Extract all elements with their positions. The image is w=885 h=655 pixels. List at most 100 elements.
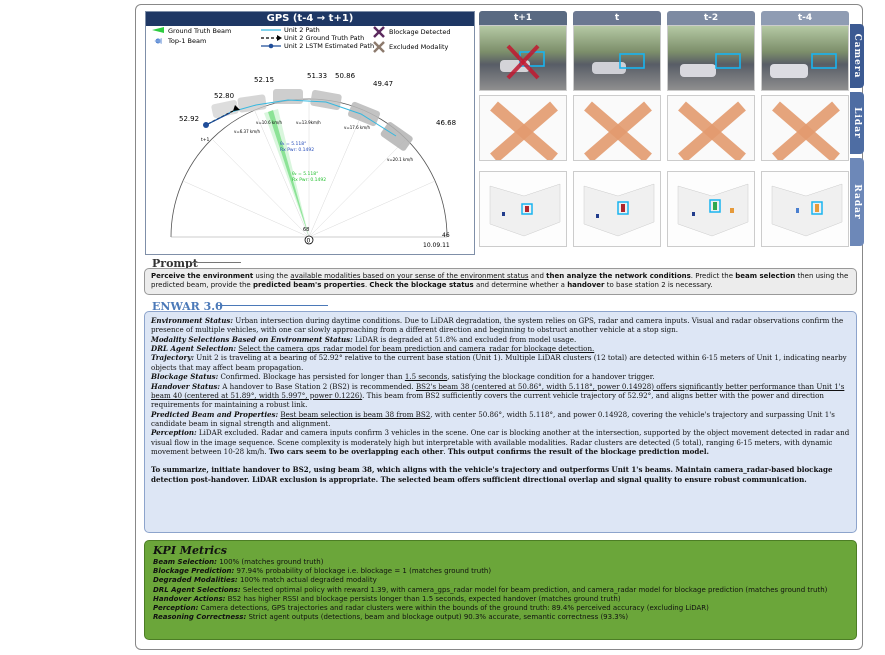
angle-label-3: 51.33 xyxy=(307,72,327,80)
row-label-lidar: Lidar xyxy=(850,92,864,154)
speed-label-1: v=10.6 km/h xyxy=(256,120,282,125)
enwar-segment: Trajectory: xyxy=(151,353,194,363)
kpi-box: KPI Metrics Beam Selection: 100% (matche… xyxy=(144,540,857,640)
enwar-segment: Handover Status: xyxy=(151,381,221,391)
kpi-item-label: Degraded Modalities: xyxy=(153,576,238,585)
center-label: 68 xyxy=(303,227,309,233)
kpi-item: Blockage Prediction: 97.94% probability … xyxy=(153,567,848,576)
kpi-item-text: BS2 has higher RSSI and blockage persist… xyxy=(225,594,621,603)
kpi-items: Beam Selection: 100% (matches ground tru… xyxy=(153,558,848,623)
kpi-item: Reasoning Correctness: Strict agent outp… xyxy=(153,613,848,622)
legend-ground-truth-beam: Ground Truth Beam xyxy=(168,27,231,35)
camera-image-t-4 xyxy=(761,25,849,91)
angle-label-2: 52.15 xyxy=(254,76,274,84)
prompt-box: Perceive the environment using the avail… xyxy=(144,268,857,295)
enwar-segment: Environment Status: xyxy=(151,316,233,325)
enwar-segment: Select the camera_gps_radar model for be… xyxy=(238,344,595,354)
column-header-t: t xyxy=(573,11,661,25)
row-label-camera: Camera xyxy=(850,24,864,88)
lidar-image-t-2 xyxy=(667,95,755,161)
gps-panel: GPS (t-4 → t+1) Ground Truth Beam Top-1 … xyxy=(145,11,475,255)
enwar-segment: Modality Selections Based on Environment… xyxy=(151,334,353,344)
enwar-segment: 1.5 seconds xyxy=(404,372,448,382)
radar-image-t1 xyxy=(479,171,567,247)
kpi-item: DRL Agent Selections: Selected optimal p… xyxy=(153,586,848,595)
radar-image-t-2 xyxy=(667,171,755,247)
kpi-item-text: 100% match actual degraded modality xyxy=(237,576,377,585)
column-header-t1: t+1 xyxy=(479,11,567,25)
ground-truth-beam-icon xyxy=(152,27,164,33)
enwar-connector xyxy=(218,305,328,306)
prompt-text: Perceive the environment using the avail… xyxy=(151,272,848,289)
enwar-segment: Confirmed. Blockage has persisted for lo… xyxy=(218,372,405,382)
gps-plot: Ground Truth Beam Top-1 Beam Unit 2 Path… xyxy=(152,26,456,249)
enwar-segment: LiDAR excluded. Radar and camera inputs … xyxy=(151,428,850,457)
excluded-modality-icon xyxy=(373,41,385,53)
enwar-segment: Blockage Status: xyxy=(151,372,219,382)
enwar-segment: , with center 50.86°, width 5.118°, and … xyxy=(151,409,835,428)
kpi-item-label: DRL Agent Selections: xyxy=(153,585,241,594)
camera-image-t xyxy=(573,25,661,91)
legend-unit2-path: Unit 2 Path xyxy=(284,26,320,34)
kpi-item-text: 97.94% probability of blockage i.e. bloc… xyxy=(234,567,492,576)
modality-grid: t+1 t t-2 t-4 xyxy=(479,11,851,247)
origin-label: 0 xyxy=(307,238,311,245)
bs1-power: Rx Pwr: 0.1492 xyxy=(280,147,314,153)
enwar-paragraph: DRL Agent Selection: Select the camera_g… xyxy=(151,344,850,353)
t1-label: t+1 xyxy=(201,137,210,143)
legend: Ground Truth Beam Top-1 Beam Unit 2 Path… xyxy=(152,26,450,53)
speed-label-2: v=13.9km/h xyxy=(296,120,321,125)
prompt-segment: using the xyxy=(253,272,291,280)
enwar-segment: , satisfying the blockage condition for … xyxy=(447,372,655,382)
kpi-item-text: Selected optimal policy with reward 1.39… xyxy=(240,585,828,594)
prompt-connector xyxy=(191,262,241,263)
enwar-paragraph: Predicted Beam and Properties: Best beam… xyxy=(151,410,850,429)
column-header-t-4: t-4 xyxy=(761,11,849,25)
angle-label-0: 52.92 xyxy=(179,115,199,123)
bottom-right-label2: 10.09.11 xyxy=(423,242,450,249)
enwar-segment: Urban intersection during daytime condit… xyxy=(151,316,844,335)
camera-image-t-2 xyxy=(667,25,755,91)
kpi-item-label: Perception: xyxy=(153,604,199,613)
kpi-item: Perception: Camera detections, GPS traje… xyxy=(153,604,848,613)
prompt-tag: Prompt xyxy=(152,257,198,270)
base-station-icon: 0 xyxy=(304,235,314,245)
prompt-segment: available modalities based on your sense… xyxy=(290,272,529,280)
kpi-item-label: Reasoning Correctness: xyxy=(153,613,247,622)
prompt-segment: Check the blockage status xyxy=(369,281,474,290)
polar-plot: 52.92 52.80 52.15 51.33 50.86 49.47 46.6… xyxy=(170,72,456,249)
enwar-segment: LiDAR is degraded at 51.8% and excluded … xyxy=(352,334,577,344)
kpi-item-text: 100% (matches ground truth) xyxy=(216,558,324,566)
legend-top1-beam: Top-1 Beam xyxy=(167,37,206,45)
prompt-segment: . xyxy=(364,281,370,290)
kpi-item: Degraded Modalities: 100% match actual d… xyxy=(153,576,848,585)
enwar-paragraph: Modality Selections Based on Environment… xyxy=(151,335,850,344)
enwar-segment: . This beam from BS2 sufficiently covers… xyxy=(151,390,824,410)
prompt-segment: then using the predicted beam, provide t… xyxy=(151,272,849,290)
speed-label-0: v=6.37 km/h xyxy=(234,129,260,134)
gps-title: GPS (t-4 → t+1) xyxy=(146,12,474,26)
angle-label-5: 49.47 xyxy=(373,80,393,88)
column-header-t-2: t-2 xyxy=(667,11,755,25)
kpi-item: Beam Selection: 100% (matches ground tru… xyxy=(153,558,848,567)
speed-label-4: v=20.1 km/h xyxy=(387,157,413,162)
row-label-radar: Radar xyxy=(850,158,864,246)
angle-label-1: 52.80 xyxy=(214,92,234,100)
enwar-paragraph: Blockage Status: Confirmed. Blockage has… xyxy=(151,372,850,381)
enwar-response-box: Environment Status: Urban intersection d… xyxy=(144,311,857,533)
prompt-segment: to base station 2 is necessary. xyxy=(604,281,713,290)
prompt-segment: then analyze the network conditions xyxy=(546,272,691,280)
legend-unit2-lstm: Unit 2 LSTM Estimated Path xyxy=(284,42,374,50)
kpi-item-label: Handover Actions: xyxy=(153,594,226,603)
prompt-segment: and xyxy=(528,272,547,280)
kpi-item-text: Strict agent outputs (detections, beam a… xyxy=(246,613,629,622)
lidar-image-t-4 xyxy=(761,95,849,161)
kpi-item: Handover Actions: BS2 has higher RSSI an… xyxy=(153,595,848,604)
prompt-segment: Perceive the environment xyxy=(151,272,254,280)
kpi-item-label: Blockage Prediction: xyxy=(153,567,235,576)
lidar-image-t xyxy=(573,95,661,161)
legend-unit2-gt-path: Unit 2 Ground Truth Path xyxy=(284,34,364,42)
kpi-item-text: Camera detections, GPS trajectories and … xyxy=(198,604,709,613)
angle-label-4: 50.86 xyxy=(335,72,356,80)
prompt-segment: beam selection xyxy=(735,272,796,280)
